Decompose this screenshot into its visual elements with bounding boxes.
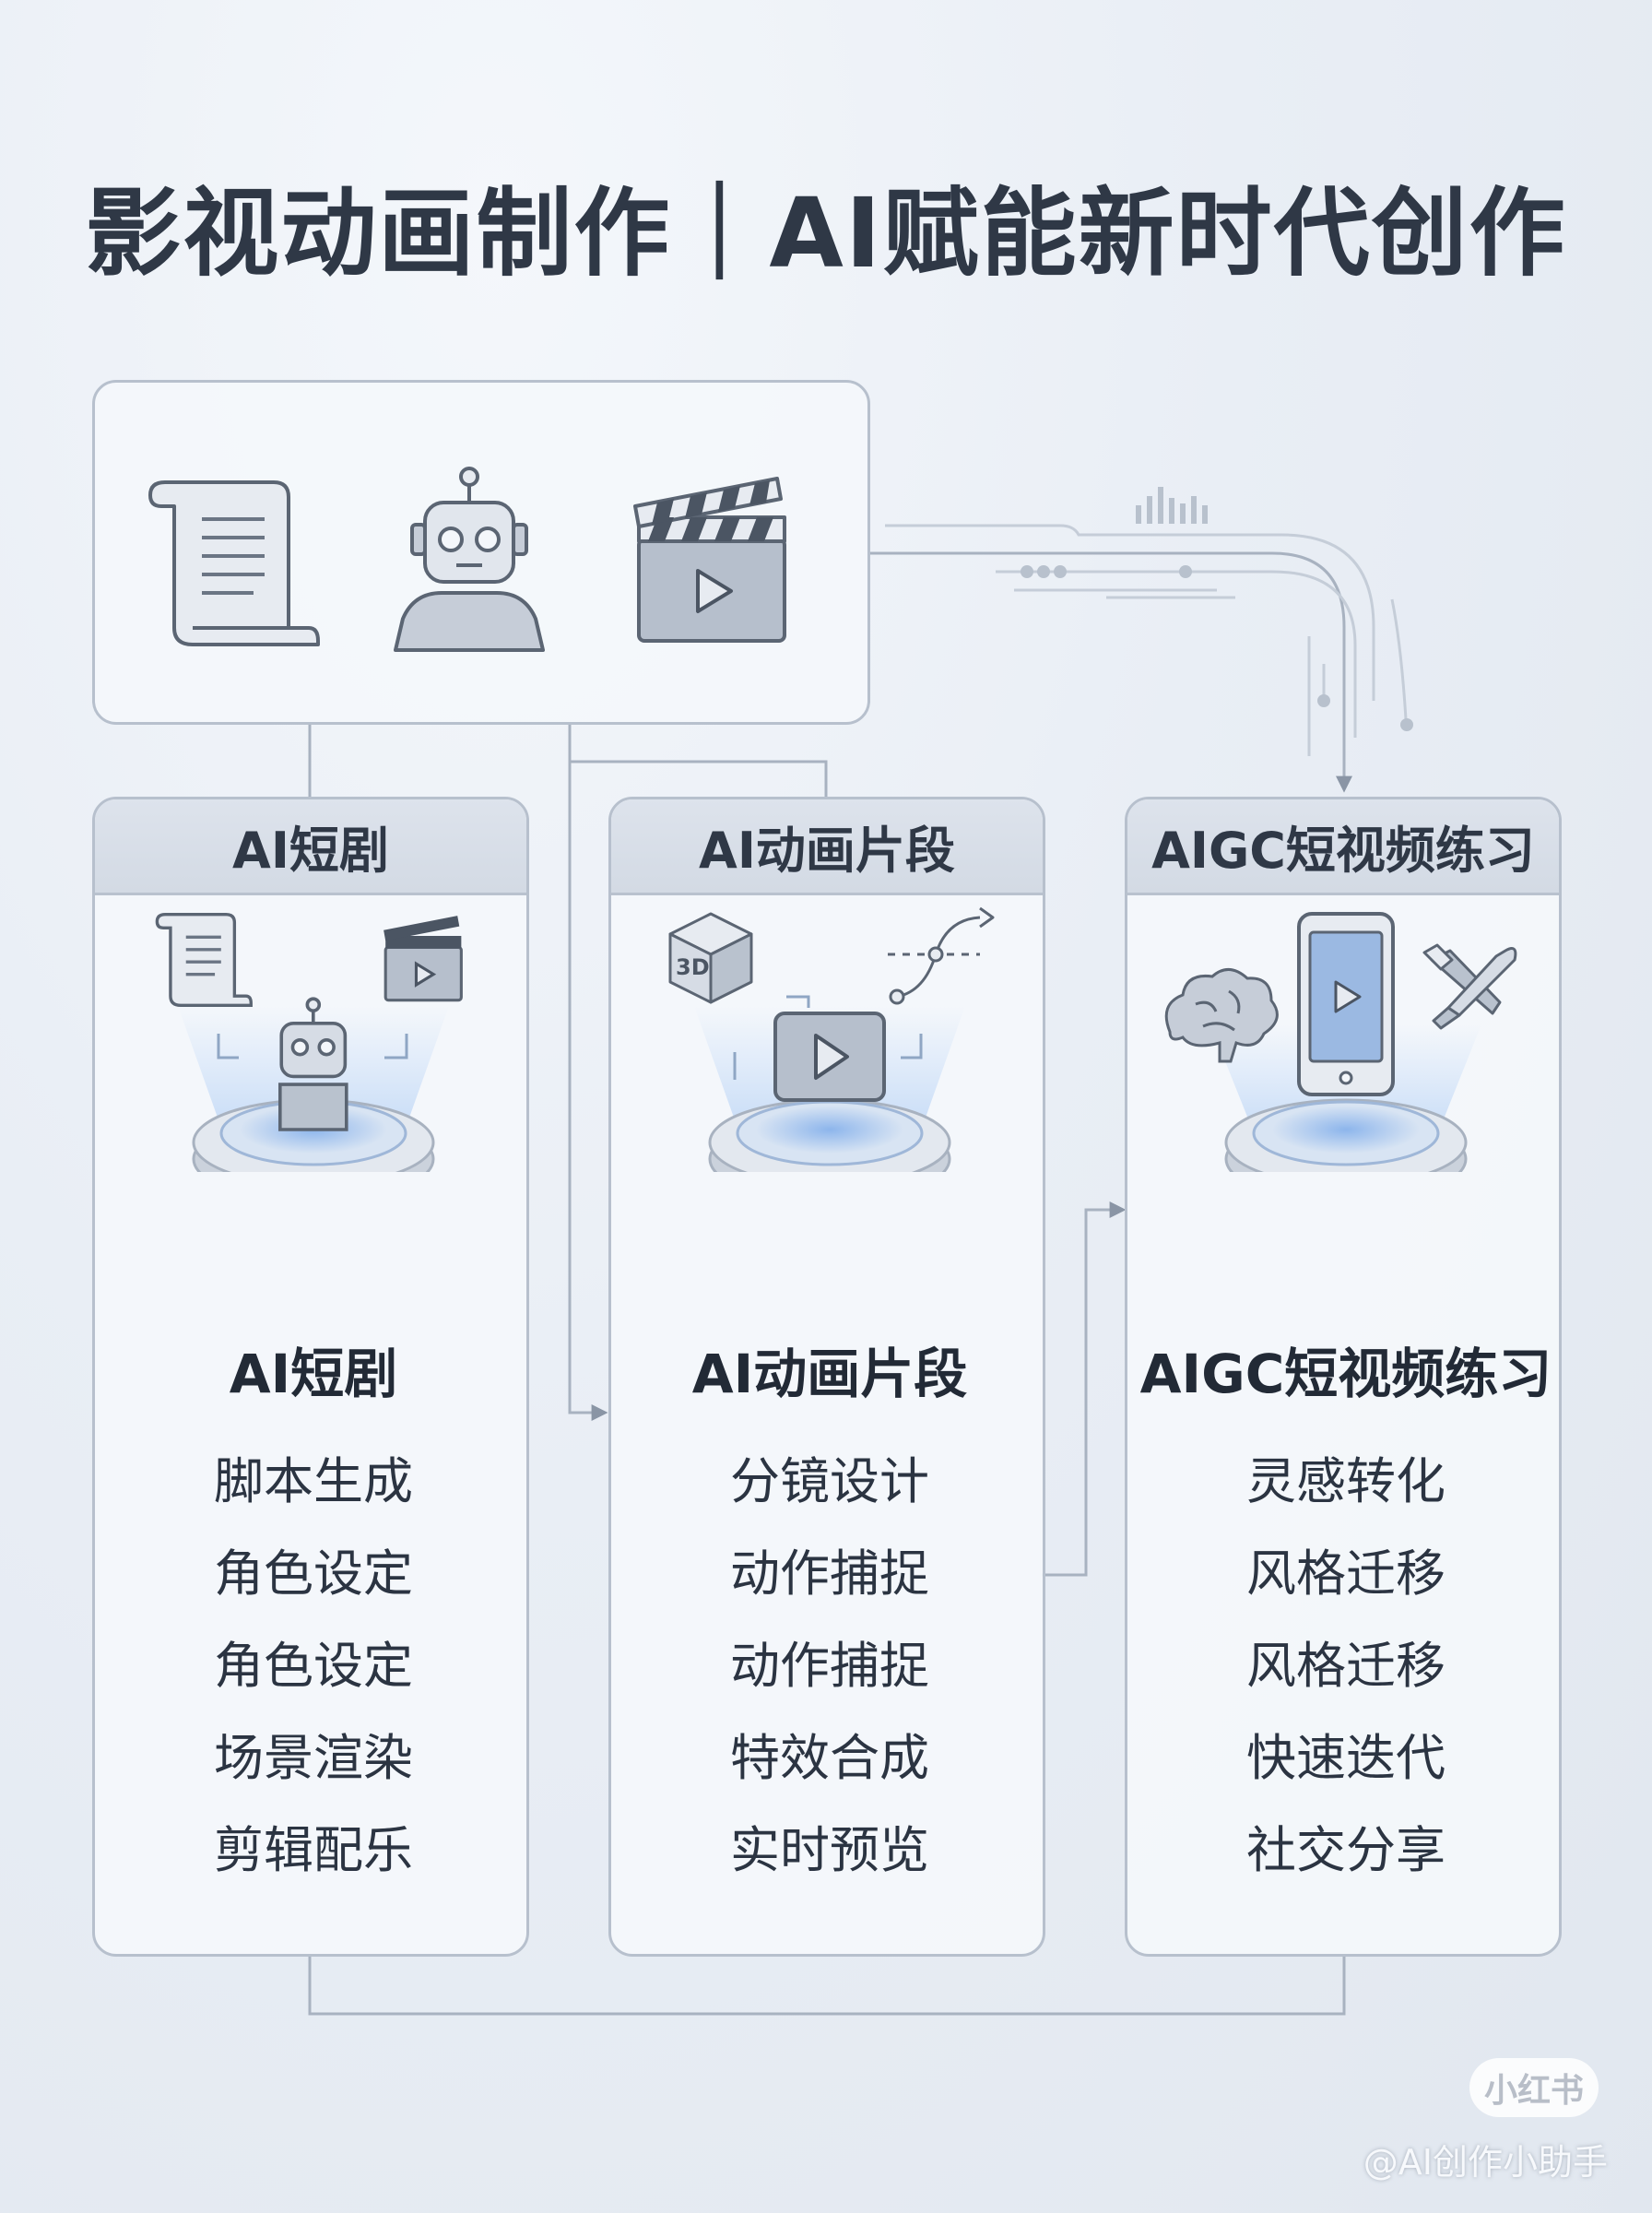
brain-icon (1164, 968, 1279, 1063)
script-icon (148, 480, 320, 646)
feature-list: 分镜设计 动作捕捉 动作捕捉 特效合成 实时预览 (611, 1436, 1043, 1897)
card-aigc-short-video: AIGC短视频练习 (1125, 797, 1562, 1957)
smartphone-icon (1297, 912, 1395, 1096)
list-item: 剪辑配乐 (214, 1821, 413, 1879)
card-illustration (155, 913, 463, 1172)
feature-list: 脚本生成 角色设定 角色设定 场景渲染 剪辑配乐 (95, 1436, 526, 1897)
script-icon (155, 913, 253, 1007)
list-item: 场景渲染 (214, 1729, 413, 1787)
cube-label: 3D (676, 954, 710, 980)
platform-icon (192, 1098, 435, 1172)
list-item: 社交分享 (1246, 1821, 1446, 1879)
clapperboard-icon (633, 477, 786, 643)
list-item: 特效合成 (730, 1729, 929, 1787)
cube-3d-icon: 3D (668, 912, 753, 1004)
author-credit: @AI创作小助手 (1363, 2142, 1608, 2183)
card-ai-short-drama: AI短剧 (92, 797, 529, 1957)
tools-icon (1422, 943, 1517, 1030)
list-item: 灵感转化 (1246, 1452, 1446, 1510)
list-item: 风格迁移 (1246, 1544, 1446, 1603)
list-item: 分镜设计 (730, 1452, 929, 1510)
card-header: AI短剧 (95, 799, 526, 895)
feature-list: 灵感转化 风格迁移 风格迁移 快速迭代 社交分享 (1127, 1436, 1559, 1897)
card-title: AIGC短视频练习 (1139, 1343, 1552, 1405)
video-play-icon (773, 1012, 886, 1102)
motion-path-icon (888, 906, 995, 1005)
card-title: AI动画片段 (691, 1343, 968, 1405)
card-header: AIGC短视频练习 (1127, 799, 1559, 895)
platform-icon (1224, 1098, 1468, 1172)
list-item: 风格迁移 (1246, 1637, 1446, 1695)
card-title: AI短剧 (229, 1343, 398, 1405)
card-header: AI动画片段 (611, 799, 1043, 895)
platform-icon (708, 1098, 951, 1172)
list-item: 角色设定 (214, 1637, 413, 1695)
robot-icon (394, 467, 545, 652)
list-item: 动作捕捉 (730, 1637, 929, 1695)
list-item: 快速迭代 (1246, 1729, 1446, 1787)
card-ai-animation: AI动画片段 3D (608, 797, 1045, 1957)
card-illustration: 3D (668, 906, 995, 1172)
list-item: 实时预览 (730, 1821, 929, 1879)
tools-panel (92, 380, 870, 725)
watermark-badge: 小红书 (1469, 2058, 1599, 2117)
list-item: 脚本生成 (214, 1452, 413, 1510)
clapperboard-icon (384, 916, 463, 1002)
list-item: 角色设定 (214, 1544, 413, 1603)
list-item: 动作捕捉 (730, 1544, 929, 1603)
card-illustration (1164, 912, 1517, 1172)
page-title: 影视动画制作｜AI赋能新时代创作 (85, 177, 1567, 290)
robot-icon (277, 997, 348, 1131)
